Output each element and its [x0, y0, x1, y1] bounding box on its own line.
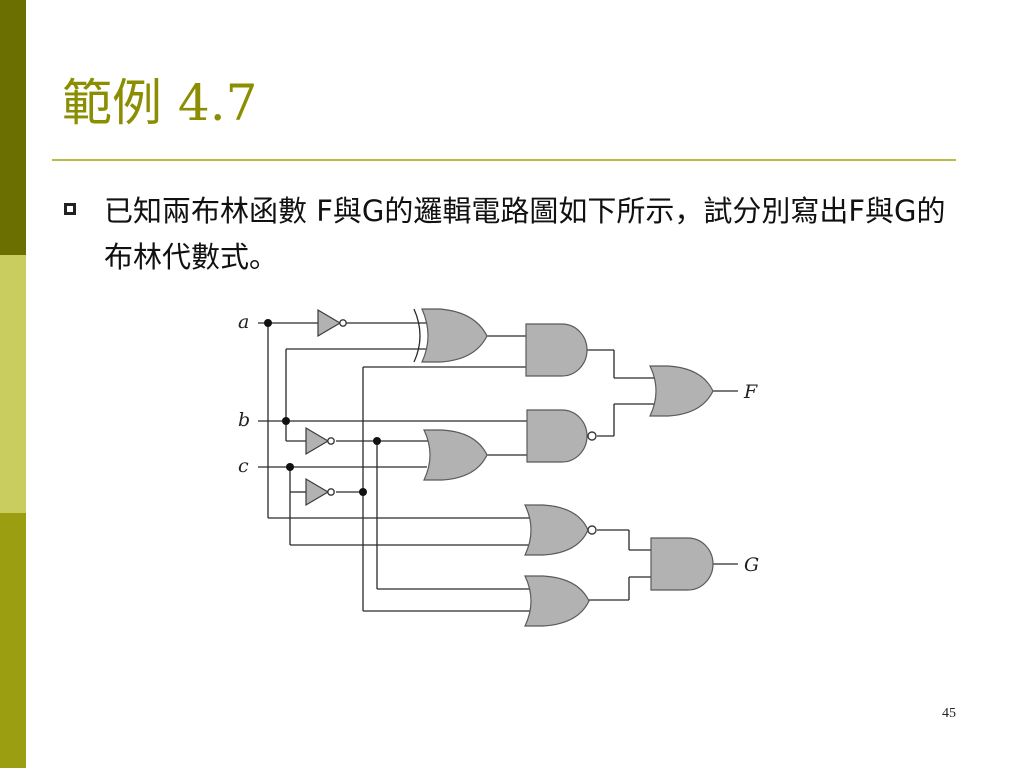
or-gate-bc — [423, 429, 488, 481]
output-label-g: G — [744, 554, 759, 576]
side-bar-middle — [0, 255, 26, 513]
side-bar-top — [0, 0, 26, 255]
junction-dots — [264, 319, 381, 496]
input-label-c: c — [238, 455, 249, 477]
and-gate-top — [525, 323, 588, 377]
inverter-c — [305, 477, 335, 507]
output-label-f: F — [743, 381, 758, 403]
side-bar-bottom — [0, 513, 26, 768]
slide-title: 範例 4.7 — [62, 74, 258, 132]
title-divider — [52, 159, 956, 161]
input-label-b: b — [238, 409, 250, 431]
xor-gate — [413, 308, 488, 363]
or-gate-f — [649, 365, 714, 417]
nor-gate — [524, 504, 597, 556]
and-gate-g — [650, 537, 714, 591]
nand-gate — [526, 409, 597, 463]
page-number: 45 — [942, 706, 956, 721]
square-bullet-icon — [64, 203, 76, 215]
inverter-b — [305, 426, 335, 456]
slide-body-text: 已知兩布林函數 F與G的邏輯電路圖如下所示，試分別寫出F與G的布林代數式。 — [104, 194, 946, 274]
inverter-a — [317, 308, 347, 338]
input-label-a: a — [238, 311, 249, 333]
or-gate-bottom — [524, 575, 590, 627]
